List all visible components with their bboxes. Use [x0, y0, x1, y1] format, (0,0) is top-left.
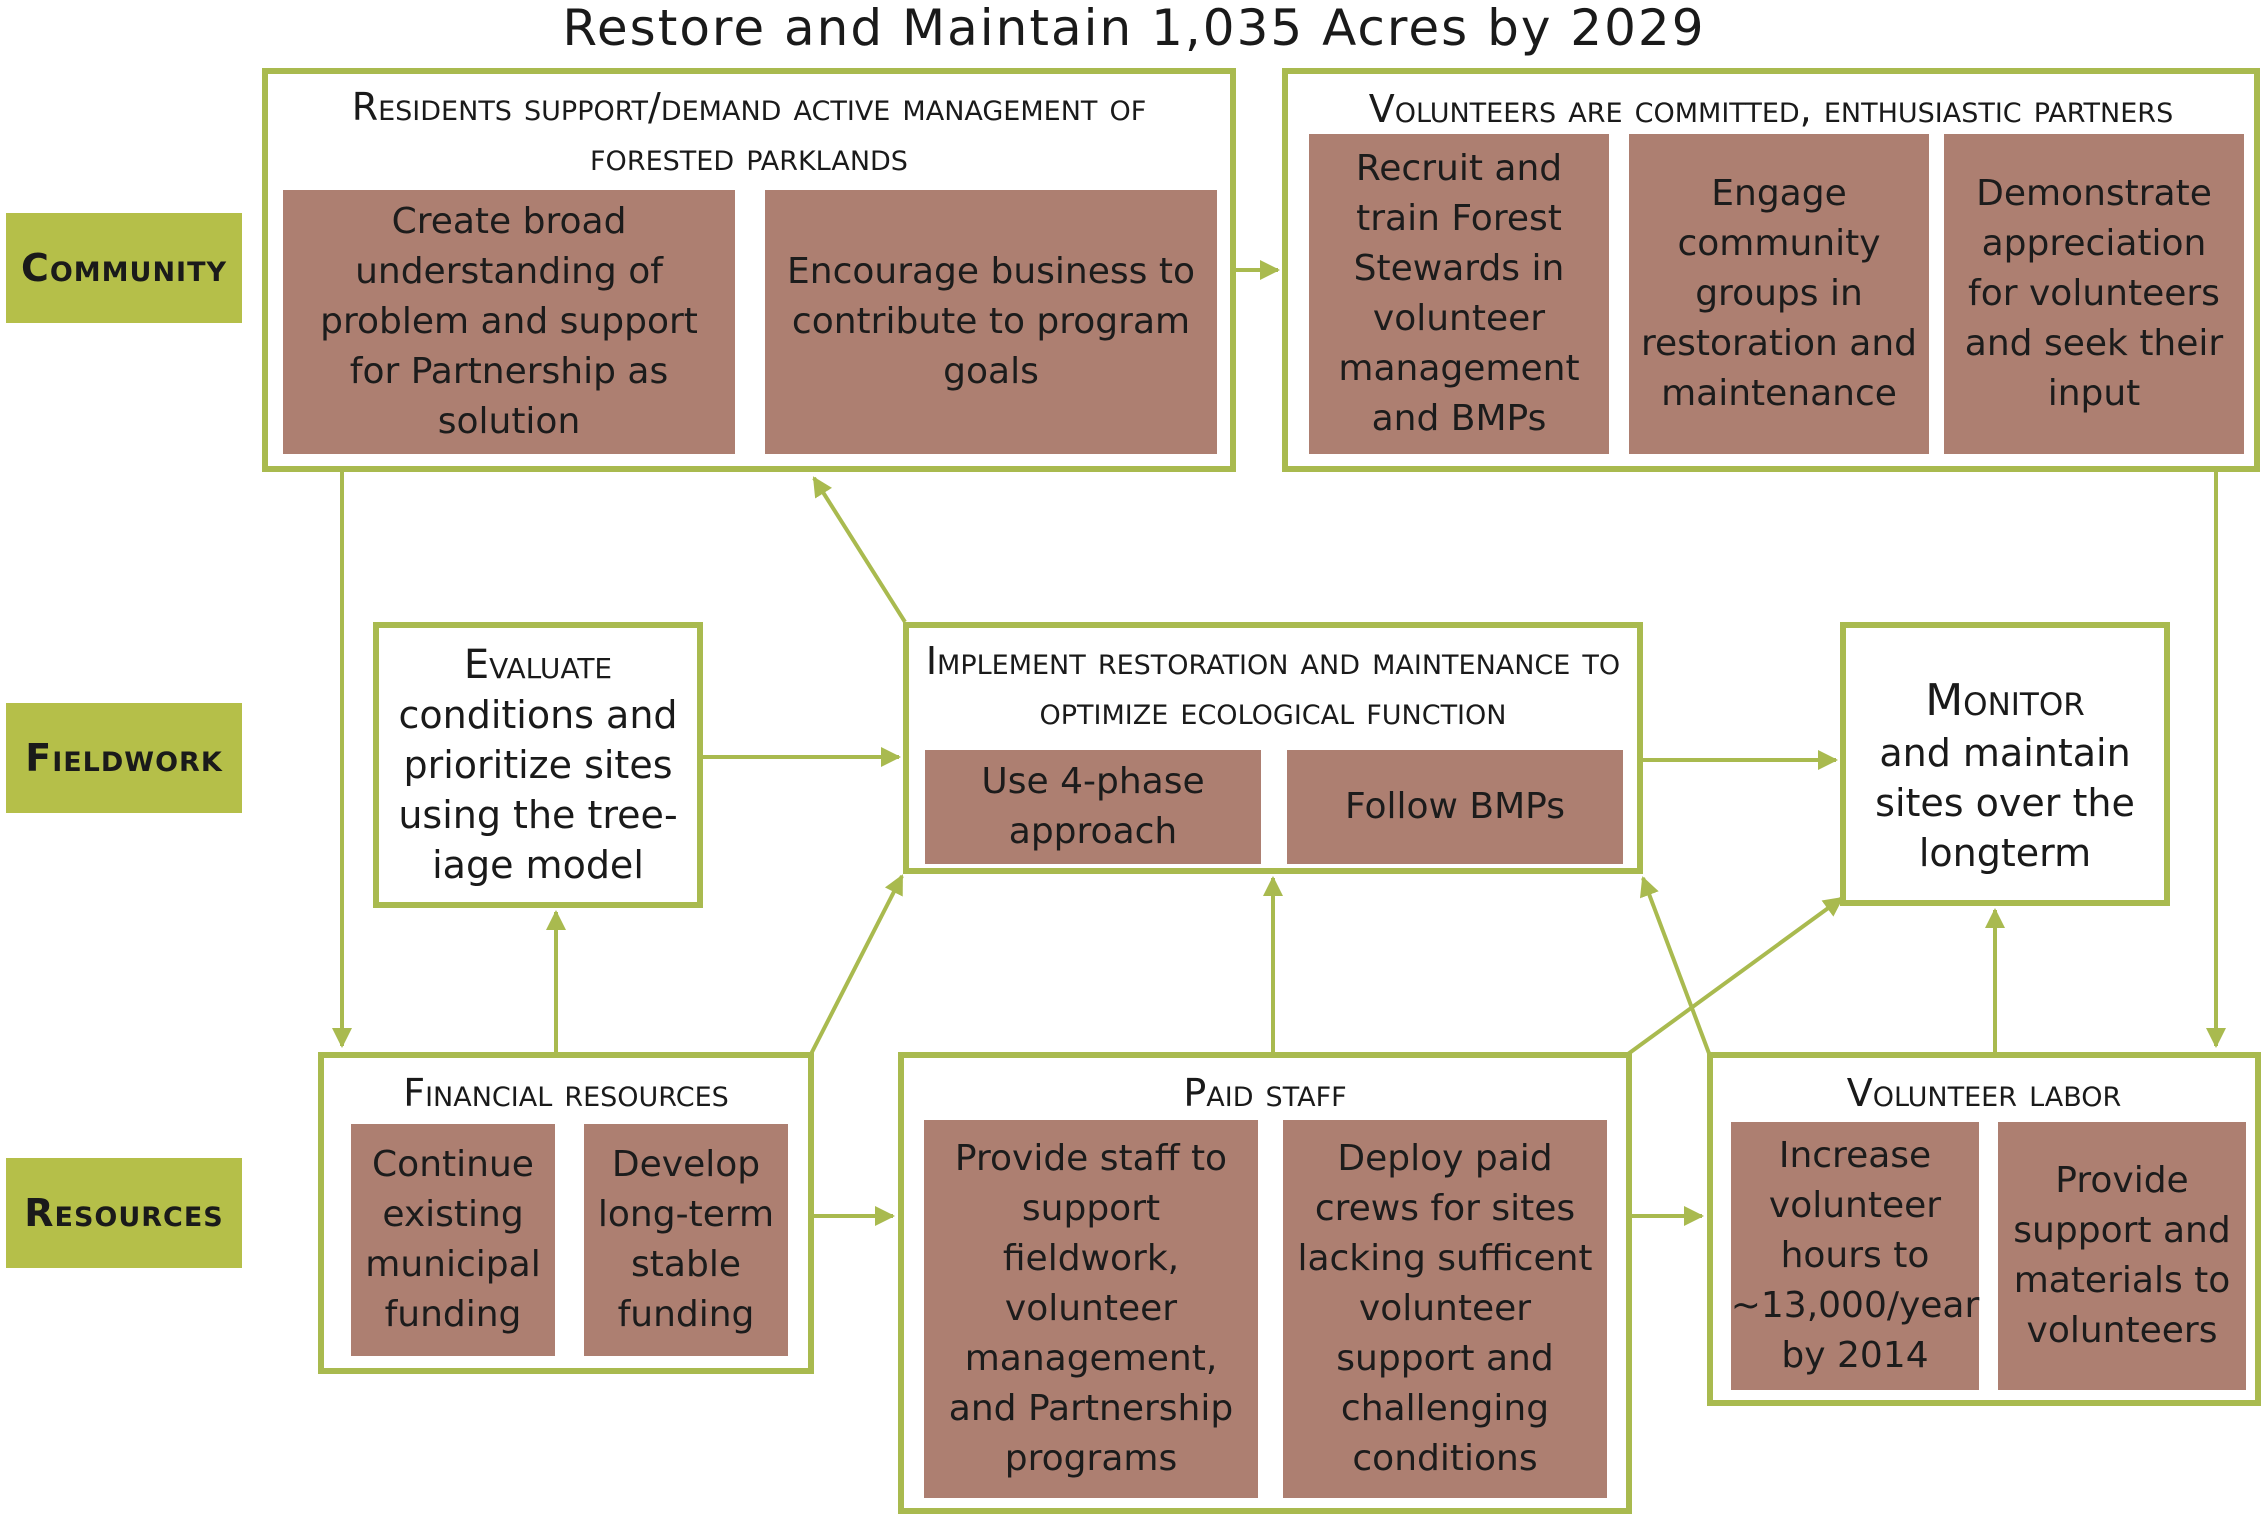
arrow-financial-to-implement: [808, 874, 904, 1057]
monitor-frame: Monitor and maintain sites over the long…: [1840, 622, 2170, 906]
residents-frame: Residents support/demand active manageme…: [262, 68, 1236, 472]
monitor-title: Monitor: [1925, 675, 2085, 726]
evaluate-text: conditions and prioritize sites using th…: [398, 693, 678, 887]
volunteer-labor-card-materials: Provide support and materials to volunte…: [1998, 1122, 2246, 1390]
financial-frame: Financial resources Continue existing mu…: [318, 1052, 814, 1374]
residents-card-understanding: Create broad understanding of problem an…: [283, 190, 735, 454]
implement-frame: Implement restoration and maintenance to…: [903, 622, 1643, 874]
row-label-fieldwork: Fieldwork: [6, 703, 242, 813]
paid-staff-frame: Paid staff Provide staff to support fiel…: [898, 1052, 1632, 1514]
implement-title: Implement restoration and maintenance to…: [925, 639, 1621, 733]
row-label-community: Community: [6, 213, 242, 323]
arrow-paid-staff-to-monitor: [1626, 896, 1844, 1056]
volunteers-title: Volunteers are committed, enthusiastic p…: [1368, 87, 2174, 131]
arrow-implement-to-residents: [812, 476, 907, 624]
financial-card-longterm: Develop long-term stable funding: [584, 1124, 788, 1356]
volunteers-frame: Volunteers are committed, enthusiastic p…: [1282, 68, 2260, 472]
residents-title: Residents support/demand active manageme…: [351, 85, 1147, 179]
volunteer-labor-frame: Volunteer labor Increase volunteer hours…: [1707, 1052, 2261, 1406]
volunteers-card-engage: Engage community groups in restoration a…: [1629, 134, 1929, 454]
paid-staff-card-crews: Deploy paid crews for sites lacking suff…: [1283, 1120, 1607, 1498]
financial-title: Financial resources: [403, 1071, 729, 1115]
volunteers-card-appreciation: Demonstrate appreciation for volunteers …: [1944, 134, 2244, 454]
financial-card-municipal: Continue existing municipal funding: [351, 1124, 555, 1356]
implement-card-bmps: Follow BMPs: [1287, 750, 1623, 864]
arrow-labor-to-implement: [1639, 876, 1712, 1057]
volunteer-labor-title: Volunteer labor: [1846, 1071, 2122, 1115]
residents-card-business: Encourage business to contribute to prog…: [765, 190, 1217, 454]
diagram-title: Restore and Maintain 1,035 Acres by 2029: [562, 0, 1706, 57]
implement-card-4phase: Use 4-phase approach: [925, 750, 1261, 864]
evaluate-frame: Evaluate conditions and prioritize sites…: [373, 622, 703, 908]
paid-staff-title: Paid staff: [1183, 1071, 1347, 1115]
evaluate-title: Evaluate: [463, 642, 613, 688]
row-label-resources: Resources: [6, 1158, 242, 1268]
monitor-text: and maintain sites over the longterm: [1875, 731, 2135, 875]
volunteer-labor-card-hours: Increase volunteer hours to ~13,000/year…: [1731, 1122, 1979, 1390]
volunteers-card-recruit: Recruit and train Forest Stewards in vol…: [1309, 134, 1609, 454]
paid-staff-card-support: Provide staff to support fieldwork, volu…: [924, 1120, 1258, 1498]
